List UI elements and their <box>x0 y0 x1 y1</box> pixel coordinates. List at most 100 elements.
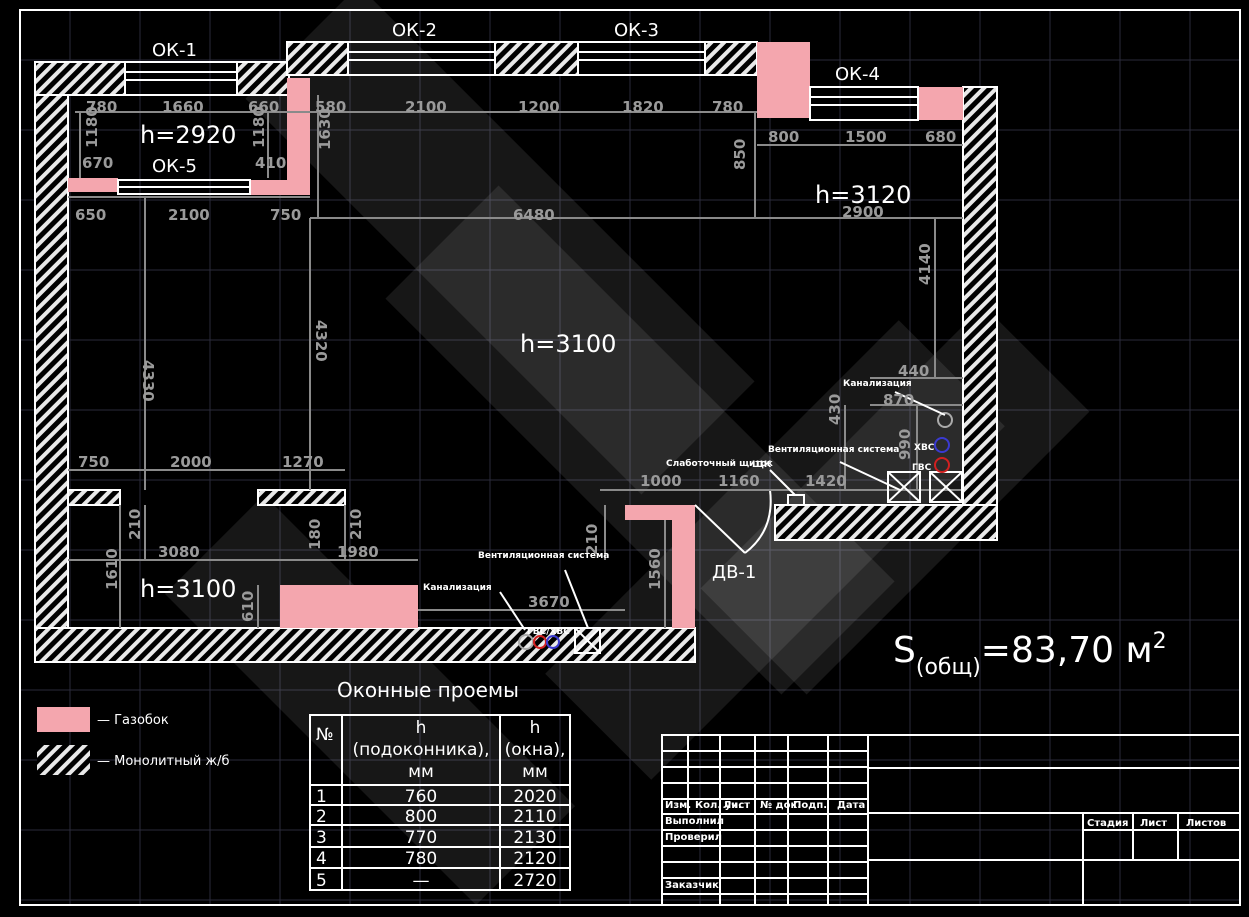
legend-label: — Монолитный ж/б <box>97 754 230 769</box>
dim-label: 2900 <box>842 203 884 221</box>
dimension-lines <box>68 95 963 628</box>
table-title: Оконные проемы <box>337 678 519 702</box>
table-header: № <box>316 725 334 745</box>
annotation: ЩК <box>752 460 772 470</box>
dim-label: 430 <box>826 394 844 425</box>
plumbing-fixtures <box>499 391 963 654</box>
annotation: ГВС/ХВС <box>527 627 570 637</box>
total-area-label: S(общ)=83,70 м2 <box>893 629 1167 680</box>
title-block-role: Выполнил <box>665 816 724 827</box>
gas-block-walls <box>68 42 963 628</box>
dim-label: 1820 <box>622 98 664 116</box>
dim-label: 2100 <box>168 206 210 224</box>
dim-label: 410 <box>255 154 286 172</box>
dim-label: 1560 <box>646 548 664 590</box>
title-block-header: Изм. <box>665 800 691 811</box>
dim-label: 1160 <box>718 472 760 490</box>
table-header: (окна), <box>505 740 566 760</box>
table-cell: 2130 <box>513 828 556 848</box>
legend-label: — Газобок <box>97 713 169 728</box>
table-cell: 3 <box>316 828 327 848</box>
window-label-ok3: ОК-3 <box>614 20 659 41</box>
dim-label: 1630 <box>316 108 334 150</box>
dim-label: 610 <box>239 591 257 622</box>
room-labels: ОК-1 ОК-2 ОК-3 ОК-4 ОК-5 ДВ-1 h=2920 h=3… <box>140 20 1167 680</box>
title-block-role: Заказчик <box>665 880 719 891</box>
table-header: мм <box>408 762 434 782</box>
dim-label: 780 <box>86 98 117 116</box>
dim-label: 580 <box>315 98 346 116</box>
table-cell: 2110 <box>513 807 556 827</box>
dim-label: 1420 <box>805 472 847 490</box>
window-label-ok2: ОК-2 <box>392 20 437 41</box>
table-cell: 760 <box>405 787 437 807</box>
dim-label: 780 <box>712 98 743 116</box>
dim-label: 4140 <box>916 243 934 285</box>
dim-label: 1980 <box>337 543 379 561</box>
dim-label: 1270 <box>282 453 324 471</box>
dim-label: 1500 <box>845 128 887 146</box>
dimension-labels: 780 1660 660 1180 1180 670 410 580 2100 … <box>75 98 956 622</box>
dim-label: 180 <box>306 519 324 550</box>
dim-label: 210 <box>347 509 365 540</box>
dim-label: 3670 <box>528 593 570 611</box>
door-dv1 <box>694 489 772 554</box>
table-cell: 770 <box>405 828 437 848</box>
monolithic-walls <box>34 41 998 663</box>
annotation: Канализация <box>843 379 912 389</box>
table-cell: 2020 <box>513 787 556 807</box>
title-block-header: Дата <box>837 800 865 811</box>
dim-label: 2000 <box>170 453 212 471</box>
dim-label: 1180 <box>250 106 268 148</box>
title-block-role: Проверил <box>665 832 722 843</box>
dim-label: 750 <box>78 453 109 471</box>
annotation: Вентиляционная система <box>768 445 899 455</box>
table-cell: 780 <box>405 849 437 869</box>
title-block-header: Лист <box>723 800 750 811</box>
ceiling-height-label: h=2920 <box>140 121 236 149</box>
dim-label: 650 <box>75 206 106 224</box>
window-label-ok1: ОК-1 <box>152 40 197 61</box>
dim-label: 4330 <box>139 360 157 402</box>
legend-swatch-gas-block <box>37 707 90 732</box>
window-label-ok4: ОК-4 <box>835 64 880 85</box>
dim-label: 2100 <box>405 98 447 116</box>
table-header: h <box>416 718 427 738</box>
table-cell: 2720 <box>513 871 556 891</box>
window-openings <box>68 41 919 195</box>
dim-label: 870 <box>883 391 914 409</box>
annotation: Вентиляционная система <box>478 551 609 561</box>
title-block-header: Листов <box>1186 818 1226 829</box>
dim-label: 210 <box>583 524 601 555</box>
dim-label: 440 <box>898 362 929 380</box>
annotation: ХВС <box>914 443 935 453</box>
annotation: Канализация <box>423 583 492 593</box>
dim-label: 1000 <box>640 472 682 490</box>
dim-label: 6480 <box>513 206 555 224</box>
legend-swatch-concrete <box>37 745 90 775</box>
ceiling-height-label: h=3100 <box>140 575 236 603</box>
title-block-header: № док. <box>760 800 801 811</box>
utility-annotations: Канализация Вентиляционная система Слабо… <box>423 379 935 637</box>
dim-label: 850 <box>731 139 749 170</box>
title-block-header: Подп. <box>793 800 827 811</box>
table-cell: 800 <box>405 807 437 827</box>
table-header: мм <box>522 762 548 782</box>
dim-label: 800 <box>768 128 799 146</box>
table-cell: 2 <box>316 807 327 827</box>
dim-label: 750 <box>270 206 301 224</box>
title-block-header: Лист <box>1140 818 1167 829</box>
table-cell: 1 <box>316 787 327 807</box>
table-cell: 5 <box>316 871 327 891</box>
dim-label: 680 <box>925 128 956 146</box>
door-label: ДВ-1 <box>712 562 756 583</box>
dim-label: 990 <box>896 429 914 460</box>
window-label-ok5: ОК-5 <box>152 156 197 177</box>
ceiling-height-label: h=3120 <box>815 181 911 209</box>
annotation: ГВС <box>912 463 932 473</box>
dim-label: 1200 <box>518 98 560 116</box>
table-cell: 2120 <box>513 849 556 869</box>
annotation: Слаботочный щиток <box>666 458 773 469</box>
title-block-header: Стадия <box>1087 818 1128 829</box>
